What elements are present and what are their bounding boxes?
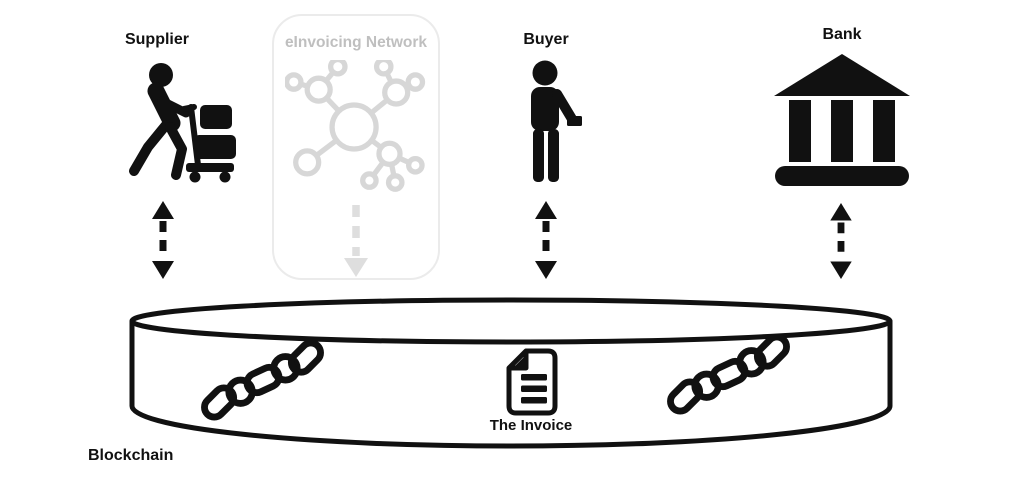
- supplier-blockchain-dashed-double-arrow-icon: [152, 201, 174, 279]
- bank-label: Bank: [822, 26, 862, 43]
- blockchain-label: Blockchain: [88, 447, 174, 464]
- invoice-document-icon: [506, 348, 558, 416]
- einvoicing-network-label: eInvoicing Network: [284, 34, 428, 51]
- network-blockchain-dashed-down-arrow-icon: [344, 205, 368, 277]
- person-icon: [531, 60, 582, 182]
- einvoicing-network-card: eInvoicing Network: [272, 14, 440, 280]
- chain-links-icon: [201, 340, 324, 421]
- supplier-label: Supplier: [124, 31, 189, 48]
- person-pushing-cart-icon: [129, 63, 236, 183]
- chain-links-icon: [667, 334, 790, 415]
- network-nodes-icon: [285, 60, 426, 192]
- buyer-label: Buyer: [523, 31, 569, 48]
- bank-building-icon: [774, 54, 910, 186]
- buyer-blockchain-dashed-double-arrow-icon: [535, 201, 557, 279]
- bank-blockchain-dashed-double-arrow-icon: [830, 202, 852, 280]
- invoice-label: The Invoice: [489, 417, 573, 434]
